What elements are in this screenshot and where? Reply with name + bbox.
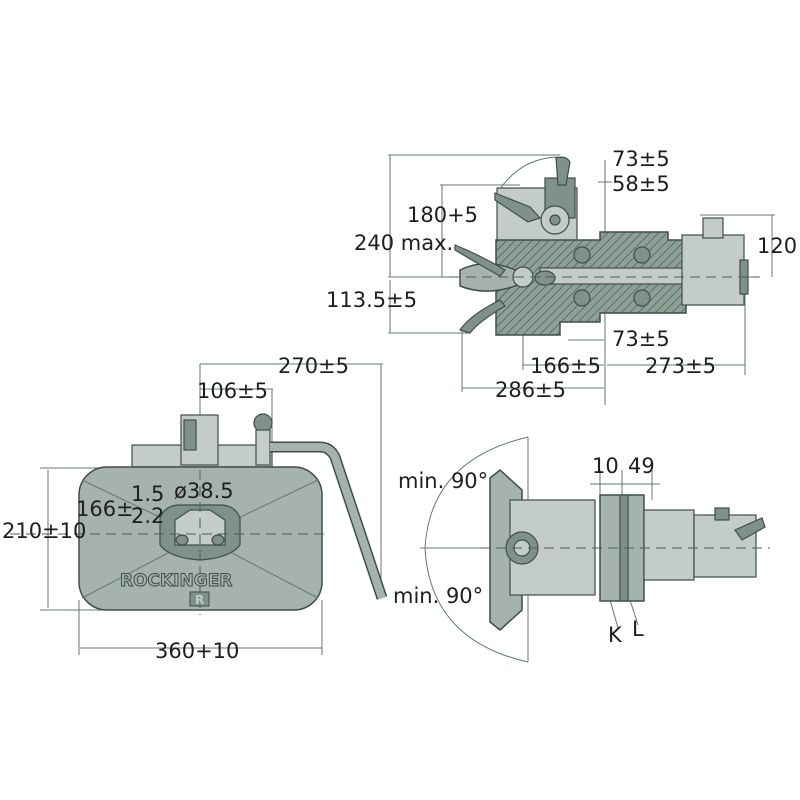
dim-58: 58±5 [612, 172, 670, 196]
label-l: L [632, 617, 644, 641]
dim-286: 286±5 [495, 378, 566, 402]
label-k: K [608, 623, 623, 647]
dim-240-max: 240 max. [354, 231, 453, 255]
brand-mark-box [189, 591, 210, 607]
dim-120: 120 [757, 234, 797, 258]
dim-210: 210±10 [2, 519, 86, 543]
brand-mark: R [195, 593, 204, 607]
dim-diameter-38-5: ø38.5 [174, 479, 234, 503]
dim-tolerance-upper: 1.5 [131, 482, 164, 506]
dim-166-base: 166± [76, 497, 134, 521]
dim-73-bottom: 73±5 [612, 327, 670, 351]
dim-113-5: 113.5±5 [326, 288, 417, 312]
dim-270: 270±5 [278, 354, 349, 378]
brand-logo-text: ROCKINGER [120, 571, 232, 591]
min-angle-lower: min. 90° [393, 584, 483, 608]
dim-tolerance-lower: 2.2 [131, 504, 164, 528]
dim-273: 273±5 [645, 354, 716, 378]
dim-49: 49 [628, 454, 655, 478]
dim-73-top: 73±5 [612, 147, 670, 171]
front-view: ROCKINGER R 270±5 106±5 ø38.5 1.5 166± 2… [2, 354, 388, 663]
front-view-coupling-body [10, 413, 388, 615]
min-angle-upper: min. 90° [398, 469, 488, 493]
dim-166: 166±5 [530, 354, 601, 378]
dim-10: 10 [592, 454, 619, 478]
top-view: min. 90° min. 90° 10 49 K L [393, 436, 770, 663]
side-view: 73±5 58±5 180+5 240 max. 113.5±5 120 73±… [326, 147, 797, 405]
dim-106: 106±5 [197, 379, 268, 403]
side-view-coupling-body [450, 156, 760, 336]
top-view-coupling-body [480, 469, 770, 631]
dim-180: 180+5 [407, 203, 478, 227]
dim-360: 360+10 [155, 639, 239, 663]
